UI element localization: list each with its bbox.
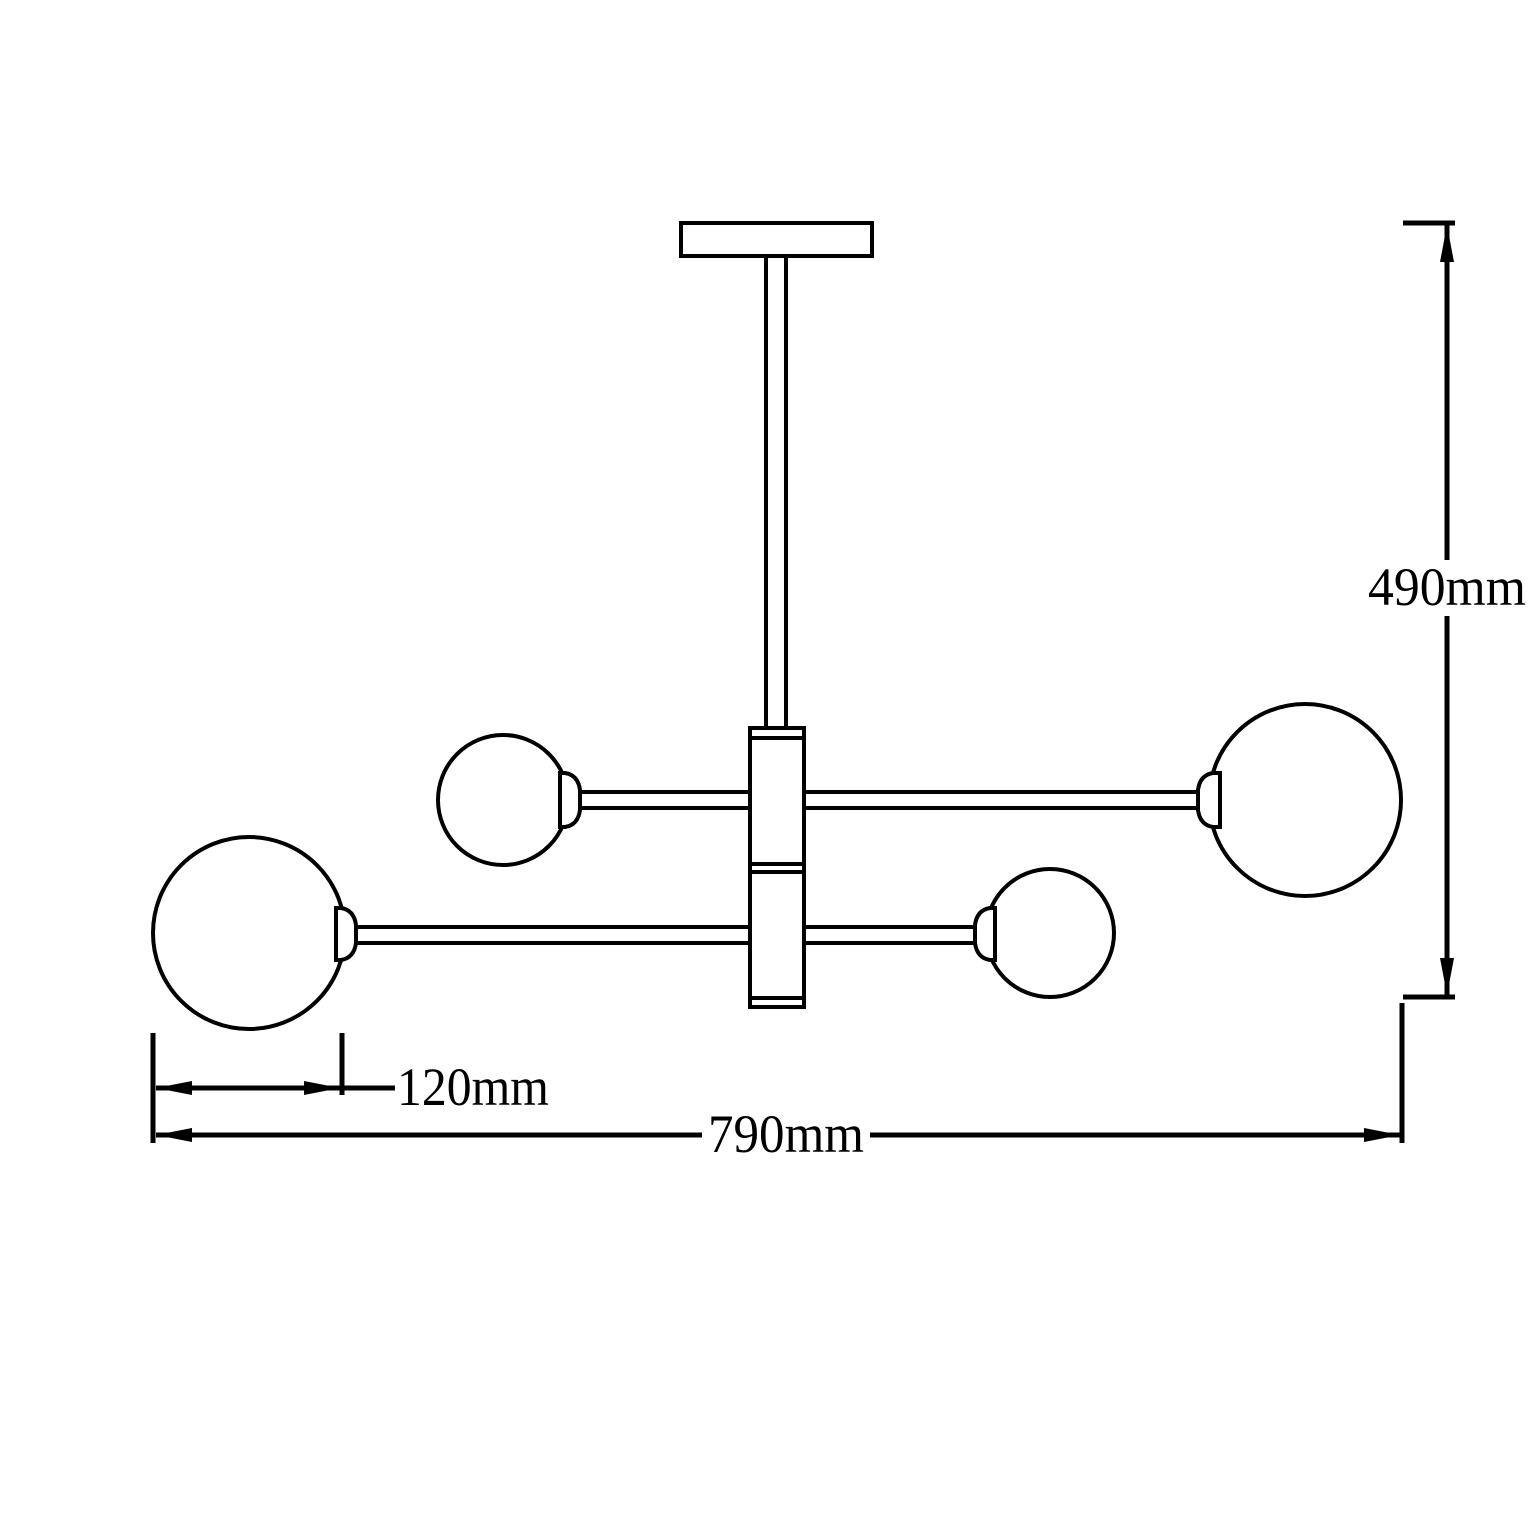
globe-lower-right bbox=[973, 867, 1116, 999]
lower-arm bbox=[348, 925, 982, 945]
globe-upper-left bbox=[436, 733, 582, 867]
height-dimension: 490mm bbox=[1368, 220, 1528, 1000]
height-label: 490mm bbox=[1368, 557, 1526, 617]
central-body bbox=[748, 726, 806, 1009]
globe-dimension: 120mm bbox=[150, 1033, 549, 1143]
globe-label: 120mm bbox=[397, 1057, 549, 1117]
stem-rod bbox=[764, 254, 788, 730]
upper-arm bbox=[573, 790, 1205, 810]
width-label: 790mm bbox=[708, 1104, 864, 1164]
width-dimension: 790mm bbox=[156, 1003, 1405, 1164]
ceiling-canopy bbox=[679, 221, 874, 258]
globe-upper-right bbox=[1196, 702, 1403, 898]
globe-lower-left bbox=[151, 835, 358, 1031]
